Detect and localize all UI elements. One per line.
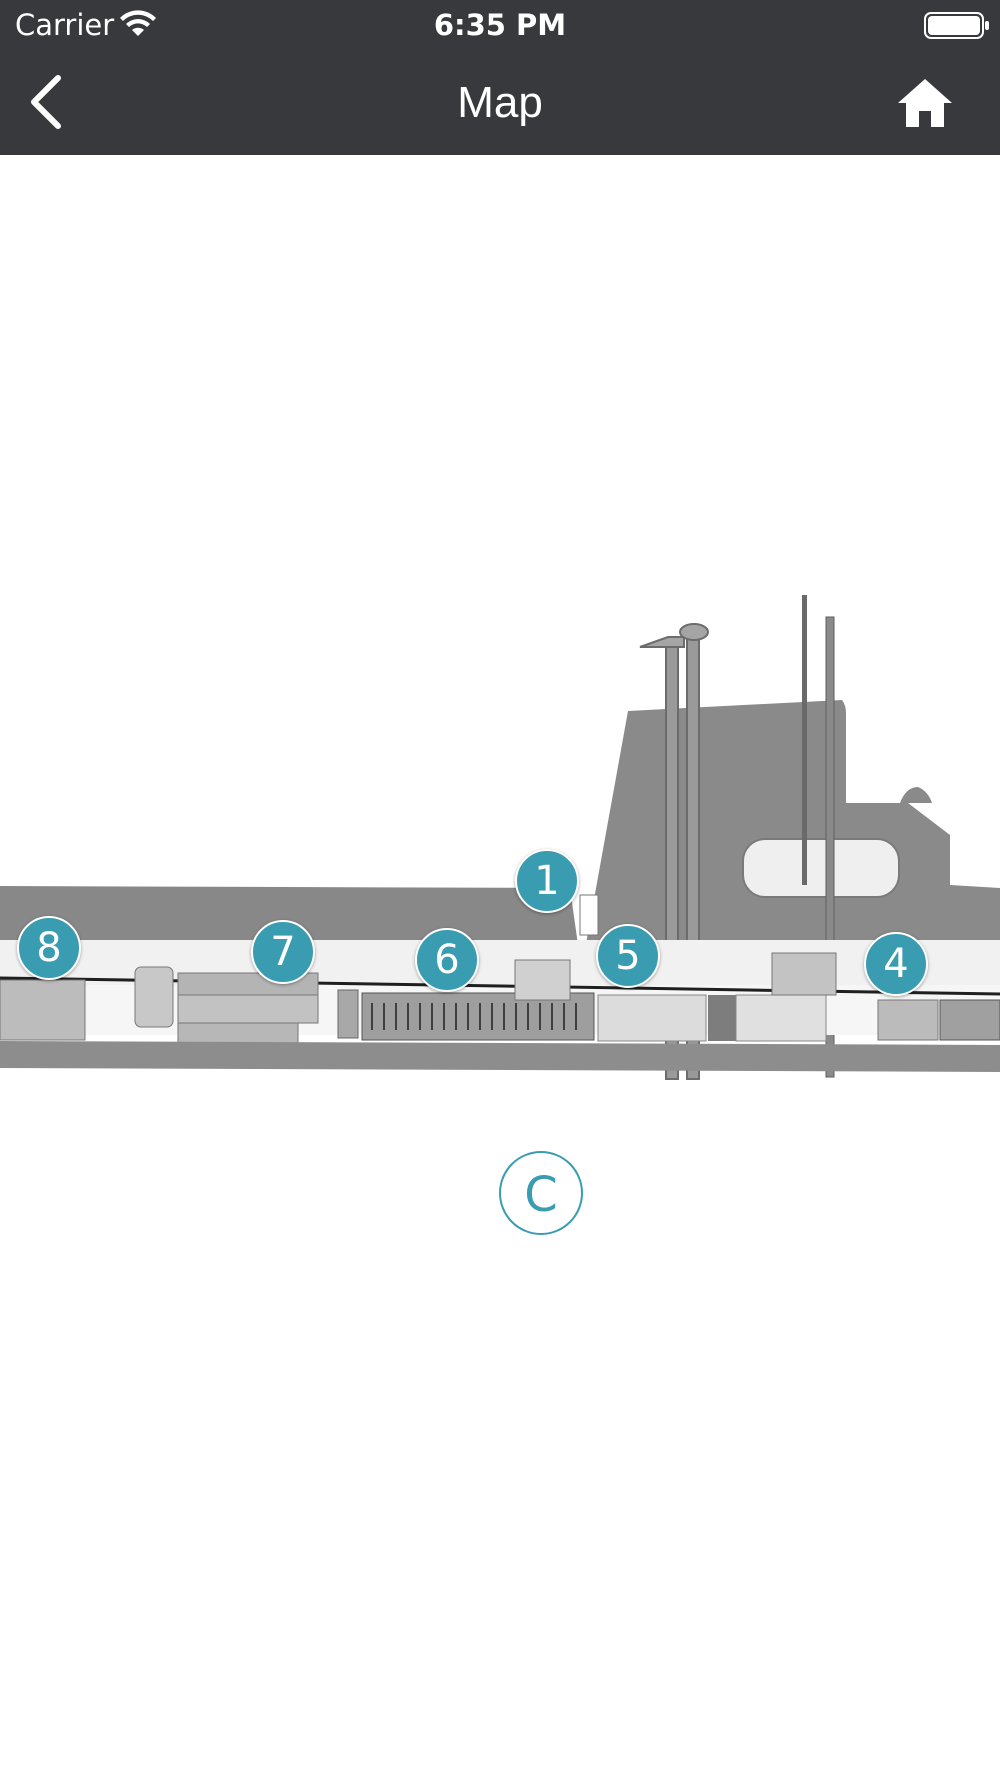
engine-block-lower: [177, 994, 319, 1024]
page-title: Map: [457, 78, 543, 127]
bulkhead-1: [337, 989, 359, 1039]
map-marker-8[interactable]: 8: [17, 916, 81, 980]
engine-housing: [134, 966, 174, 1028]
storage-compartment: [735, 994, 827, 1042]
status-bar: Carrier 6:35 PM: [0, 0, 1000, 50]
antenna-2: [825, 616, 835, 1078]
submarine-diagram: [0, 595, 1000, 1080]
wardroom: [514, 959, 571, 1001]
compartment-aft-machinery: [0, 979, 86, 1041]
map-marker-1[interactable]: 1: [515, 849, 579, 913]
map-marker-7[interactable]: 7: [251, 920, 315, 984]
mast-cap-1: [639, 636, 685, 648]
torpedo-storage: [877, 999, 939, 1041]
pump-room: [708, 995, 736, 1041]
lower-hull: [0, 1041, 1000, 1072]
home-icon[interactable]: [895, 75, 955, 131]
sail-bump: [900, 787, 932, 803]
compass-button[interactable]: C: [499, 1151, 583, 1235]
carrier-label: Carrier: [15, 8, 115, 42]
engine-base: [177, 1022, 299, 1044]
navigation-bar: Map: [0, 50, 1000, 155]
battery-icon: [924, 12, 989, 39]
back-chevron-icon[interactable]: [18, 72, 78, 132]
status-time: 6:35 PM: [433, 8, 567, 42]
control-room-lower: [597, 994, 707, 1042]
map-area[interactable]: 1 4 5 6 7 8 C: [0, 155, 1000, 1778]
map-marker-4[interactable]: 4: [864, 932, 928, 996]
sail-window: [742, 838, 900, 898]
battery-compartment: [361, 992, 595, 1041]
battery-cells: [371, 1003, 577, 1030]
hatch: [579, 894, 599, 936]
forward-battery: [939, 999, 1000, 1041]
wifi-icon: [120, 10, 156, 36]
mast-cap-2: [679, 623, 709, 641]
map-marker-6[interactable]: 6: [415, 928, 479, 992]
map-marker-5[interactable]: 5: [596, 924, 660, 988]
radio-room: [771, 952, 837, 996]
antenna-1: [802, 595, 807, 885]
